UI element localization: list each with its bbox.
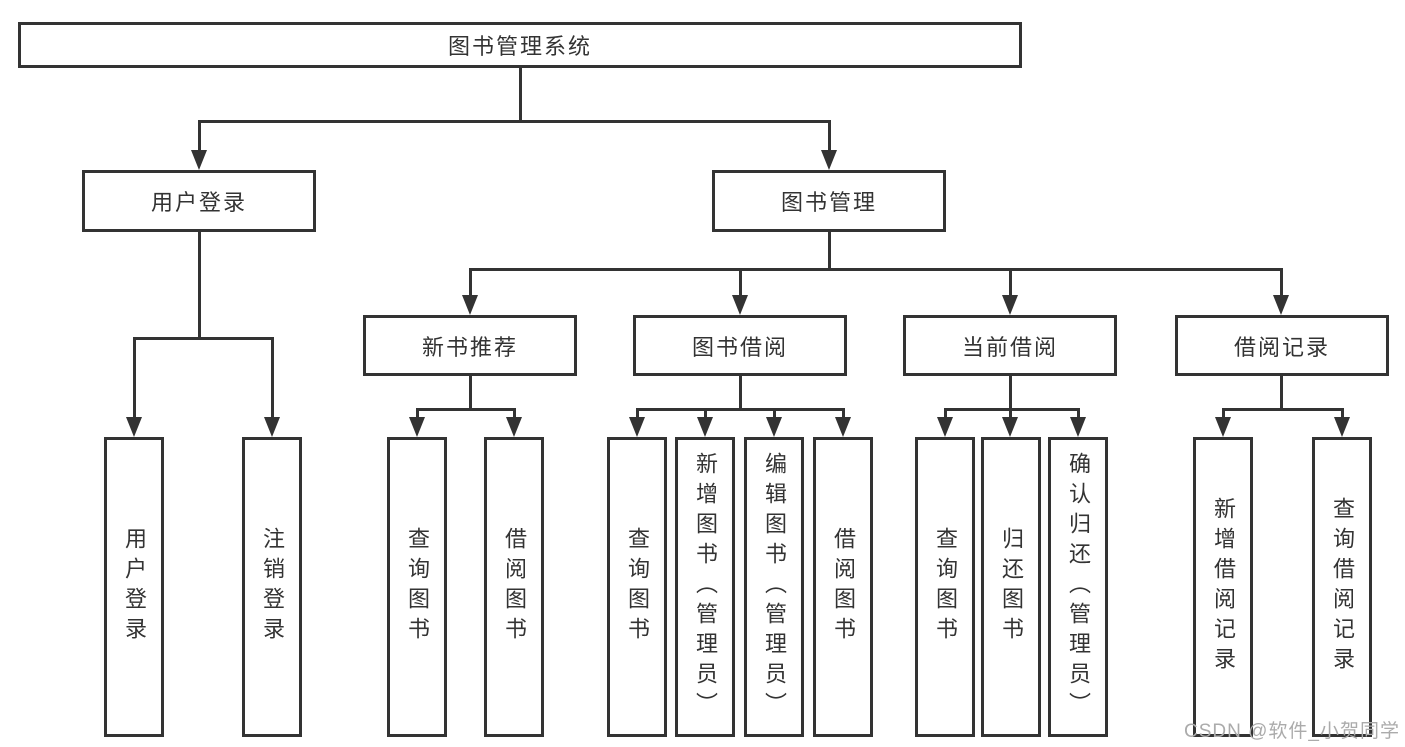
arrow-down-icon — [191, 150, 207, 170]
connector-line — [636, 408, 639, 419]
leaf-confirm-return-admin-label: 确认归还（管理员） — [1066, 452, 1091, 722]
connector-line — [1341, 408, 1344, 419]
leaf-add-borrow-record-label: 新增借阅记录 — [1211, 497, 1236, 677]
node-user-login-label: 用户登录 — [150, 190, 247, 215]
leaf-edit-book-admin: 编辑图书（管理员） — [744, 437, 804, 737]
connector-line — [1009, 408, 1012, 419]
leaf-query-books-new-label: 查询图书 — [405, 527, 430, 647]
node-current-borrow-label: 当前借阅 — [961, 334, 1058, 360]
node-borrow-records: 借阅记录 — [1175, 315, 1389, 376]
leaf-borrow-books-new-label: 借阅图书 — [502, 527, 527, 647]
leaf-query-borrow-record: 查询借阅记录 — [1312, 437, 1372, 737]
node-borrow-records-label: 借阅记录 — [1233, 334, 1330, 360]
arrow-down-icon — [732, 295, 748, 315]
connector-line — [944, 408, 1080, 411]
connector-line — [416, 408, 516, 411]
leaf-query-books-borrow: 查询图书 — [607, 437, 667, 737]
leaf-user-login: 用户登录 — [104, 437, 164, 737]
arrow-down-icon — [506, 417, 522, 437]
leaf-add-book-admin-label: 新增图书（管理员） — [693, 452, 718, 722]
connector-line — [1280, 376, 1283, 409]
node-book-borrow-label: 图书借阅 — [691, 334, 788, 360]
connector-line — [773, 408, 776, 419]
arrow-down-icon — [1334, 417, 1350, 437]
connector-line — [1280, 268, 1283, 296]
node-root: 图书管理系统 — [18, 22, 1022, 68]
connector-line — [469, 376, 472, 409]
leaf-add-borrow-record: 新增借阅记录 — [1193, 437, 1253, 737]
arrow-down-icon — [629, 417, 645, 437]
connector-line — [828, 232, 831, 268]
connector-line — [1009, 376, 1012, 409]
connector-line — [519, 68, 522, 120]
node-user-login: 用户登录 — [82, 170, 316, 232]
arrow-down-icon — [264, 417, 280, 437]
leaf-return-book-label: 归还图书 — [999, 527, 1024, 647]
node-root-label: 图书管理系统 — [447, 34, 592, 59]
arrow-down-icon — [1215, 417, 1231, 437]
connector-line — [133, 337, 273, 340]
connector-line — [842, 408, 845, 419]
leaf-query-books-current-label: 查询图书 — [933, 527, 958, 647]
connector-line — [636, 408, 845, 411]
arrow-down-icon — [1273, 295, 1289, 315]
connector-line — [271, 337, 274, 418]
node-current-borrow: 当前借阅 — [903, 315, 1117, 376]
arrow-down-icon — [835, 417, 851, 437]
connector-line — [469, 268, 472, 296]
node-book-mgmt-label: 图书管理 — [780, 190, 877, 215]
node-new-books: 新书推荐 — [363, 315, 577, 376]
leaf-confirm-return-admin: 确认归还（管理员） — [1048, 437, 1108, 737]
connector-line — [1009, 268, 1012, 296]
connector-line — [198, 120, 830, 123]
leaf-return-book: 归还图书 — [981, 437, 1041, 737]
leaf-logout-label: 注销登录 — [260, 527, 285, 647]
connector-line — [1077, 408, 1080, 419]
connector-line — [1222, 408, 1225, 419]
leaf-user-login-label: 用户登录 — [122, 527, 147, 647]
arrow-down-icon — [697, 417, 713, 437]
node-new-books-label: 新书推荐 — [421, 334, 518, 360]
connector-line — [513, 408, 516, 419]
arrow-down-icon — [1002, 295, 1018, 315]
arrow-down-icon — [937, 417, 953, 437]
arrow-down-icon — [766, 417, 782, 437]
leaf-edit-book-admin-label: 编辑图书（管理员） — [762, 452, 787, 722]
node-book-mgmt: 图书管理 — [712, 170, 946, 232]
leaf-logout: 注销登录 — [242, 437, 302, 737]
node-book-borrow: 图书借阅 — [633, 315, 847, 376]
connector-line — [133, 337, 136, 418]
arrow-down-icon — [821, 150, 837, 170]
leaf-query-books-borrow-label: 查询图书 — [625, 527, 650, 647]
connector-line — [198, 232, 201, 337]
connector-line — [469, 268, 1283, 271]
connector-line — [1222, 408, 1344, 411]
leaf-borrow-books-label: 借阅图书 — [831, 527, 856, 647]
connector-line — [198, 120, 201, 151]
leaf-borrow-books: 借阅图书 — [813, 437, 873, 737]
connector-line — [739, 376, 742, 409]
arrow-down-icon — [409, 417, 425, 437]
connector-line — [416, 408, 419, 419]
leaf-borrow-books-new: 借阅图书 — [484, 437, 544, 737]
connector-line — [739, 268, 742, 296]
connector-line — [828, 120, 831, 151]
leaf-add-book-admin: 新增图书（管理员） — [675, 437, 735, 737]
arrow-down-icon — [462, 295, 478, 315]
arrow-down-icon — [1070, 417, 1086, 437]
leaf-query-books-new: 查询图书 — [387, 437, 447, 737]
connector-line — [704, 408, 707, 419]
leaf-query-borrow-record-label: 查询借阅记录 — [1330, 497, 1355, 677]
arrow-down-icon — [126, 417, 142, 437]
connector-line — [944, 408, 947, 419]
arrow-down-icon — [1002, 417, 1018, 437]
leaf-query-books-current: 查询图书 — [915, 437, 975, 737]
watermark: CSDN @软件_小贺同学 — [1184, 721, 1400, 742]
